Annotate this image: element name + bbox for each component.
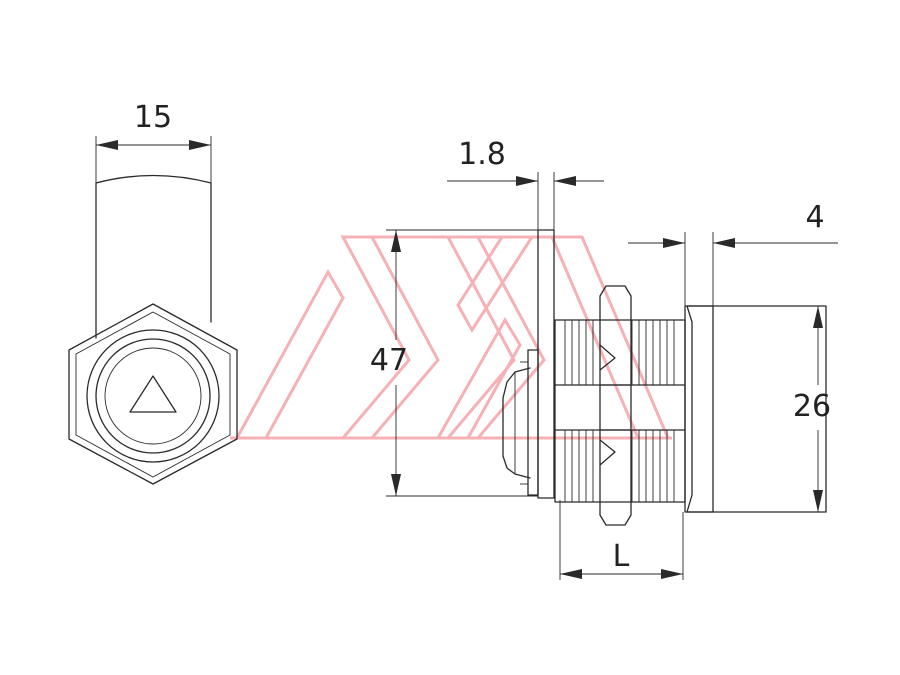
cylinder-inner-ring — [104, 347, 202, 445]
key-stem — [502, 367, 531, 479]
nut-side — [599, 285, 632, 526]
front-view — [68, 136, 238, 485]
cylinder-face — [95, 338, 211, 454]
dim-label-plate-thickness: 1.8 — [458, 137, 506, 172]
hex-nut-chamfer — [75, 311, 231, 478]
collar — [684, 305, 714, 513]
cam-arm — [95, 174, 212, 339]
logo-watermark — [230, 235, 672, 440]
dim-label-body-length: L — [613, 539, 630, 574]
dim-label-cap-diameter: 26 — [793, 389, 831, 424]
dim-label-height: 47 — [370, 343, 408, 378]
side-view — [386, 172, 838, 580]
hex-nut — [68, 303, 238, 485]
dim-label-cap-thickness: 4 — [805, 200, 824, 235]
triangle-key-icon — [129, 375, 177, 413]
threaded-body — [554, 319, 686, 503]
dim-label-width: 15 — [134, 100, 172, 135]
cylinder-outer-ring — [86, 329, 220, 463]
washer — [527, 349, 539, 496]
